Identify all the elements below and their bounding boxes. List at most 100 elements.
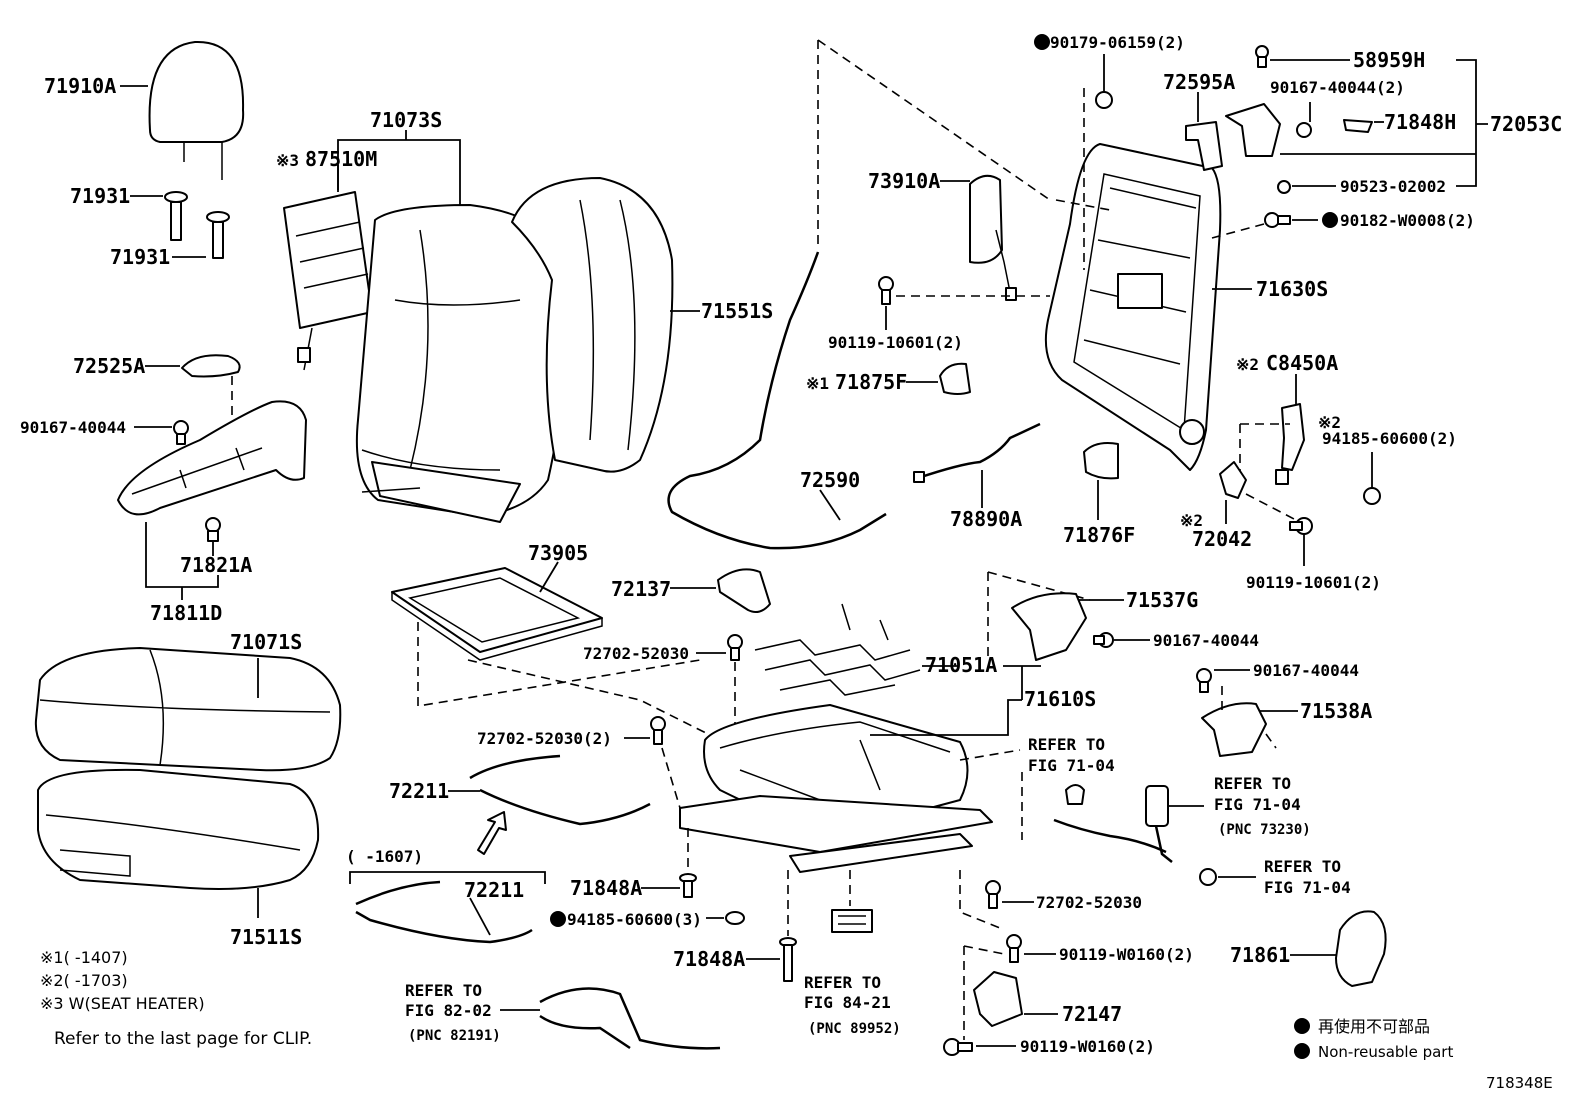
ref3-line2: FIG 71-04 — [1264, 878, 1351, 897]
lumbar-73910A — [969, 174, 1017, 301]
label-58959H: 58959H — [1353, 48, 1425, 72]
sensor-C8450A — [1275, 403, 1305, 485]
seat-track-71610S — [679, 704, 993, 873]
bolt-90182-W0008 — [1264, 212, 1291, 228]
label-90167-40044-right: 90167-40044 — [1253, 661, 1359, 680]
cushion-cover-71071S — [34, 647, 342, 772]
label-72211-lower: 72211 — [464, 878, 524, 902]
bolt-90167-40044-left — [173, 420, 189, 445]
ref2-line3: (PNC 73230) — [1218, 822, 1311, 838]
bracket-72595A — [1185, 121, 1223, 171]
wire-72211-upper — [469, 754, 651, 826]
label-73910A: 73910A — [868, 169, 940, 193]
buckle-refer-71-04 — [1145, 785, 1173, 863]
label-71630S: 71630S — [1256, 277, 1328, 301]
label-94185-60600-3: 94185-60600(3) — [567, 910, 702, 929]
label-71051A: 71051A — [925, 653, 997, 677]
label-71931-lower: 71931 — [110, 245, 170, 269]
mark-C8450A: ※2 — [1236, 355, 1259, 374]
seatback-pad-71551S — [511, 177, 674, 473]
mark-87510M: ※3 — [276, 151, 299, 170]
board-73905 — [391, 567, 603, 661]
bolt-71848A-lower — [779, 937, 797, 982]
ref1-line1: REFER TO — [1028, 735, 1105, 754]
bolt-90167-40044-right — [1196, 668, 1212, 693]
bracket-72053C — [1225, 103, 1373, 157]
seat-heater-87510M — [283, 191, 373, 371]
label-72211-upper: 72211 — [389, 779, 449, 803]
label-72053C: 72053C — [1490, 112, 1562, 136]
label-90167-40044-left: 90167-40044 — [20, 418, 126, 437]
label-71811D: 71811D — [150, 601, 222, 625]
label-94185-60600-2: 94185-60600(2) — [1322, 429, 1457, 448]
connector-refer-71-04-a — [1053, 784, 1167, 854]
ref3-line1: REFER TO — [1264, 857, 1341, 876]
cover-71876F — [1083, 442, 1119, 480]
seat-side-shield-71811D — [117, 400, 307, 516]
seatback-frame-71630S — [1044, 143, 1222, 471]
harness-78890A — [913, 422, 1041, 483]
bolt-58959H — [1255, 45, 1269, 68]
label-71876F: 71876F — [1063, 523, 1135, 547]
connector-refer-84-21 — [831, 909, 873, 933]
spring-71051A — [754, 603, 921, 696]
ref4-line3: (PNC 82191) — [408, 1028, 501, 1044]
label-71610S: 71610S — [1024, 687, 1096, 711]
label-72590: 72590 — [800, 468, 860, 492]
label-90179-06159: 90179-06159(2) — [1050, 33, 1185, 52]
front-arrow-icon — [477, 811, 507, 855]
note-3: ※3 W(SEAT HEATER) — [40, 994, 205, 1013]
bolt-90167-40044-track — [1093, 632, 1114, 648]
label-72137: 72137 — [611, 577, 671, 601]
harness-refer-82-02 — [539, 987, 721, 1050]
ref4-line2: FIG 82-02 — [405, 1001, 492, 1020]
bracket-72147 — [973, 971, 1023, 1027]
label-72702-52030-2: 72702-52030(2) — [477, 729, 612, 748]
bolt-71848A-upper — [679, 873, 697, 898]
bolt-90119-W0160-upper — [1006, 934, 1022, 963]
bolt-90119-10601-upper — [878, 276, 894, 305]
ref5-line2: FIG 84-21 — [804, 993, 891, 1012]
wire-72211-lower — [355, 880, 533, 944]
label-90119-10601-upper: 90119-10601(2) — [828, 333, 963, 352]
ref2-line1: REFER TO — [1214, 774, 1291, 793]
label-90119-W0160-lower: 90119-W0160(2) — [1020, 1037, 1155, 1056]
legend-dot-icon — [1294, 1018, 1310, 1034]
label-78890A: 78890A — [950, 507, 1022, 531]
bolt-90119-W0160-lower — [943, 1038, 973, 1056]
label-87510M: 87510M — [305, 147, 377, 171]
label-72147: 72147 — [1062, 1002, 1122, 1026]
label-90119-W0160-upper: 90119-W0160(2) — [1059, 945, 1194, 964]
label-90182-W0008: 90182-W0008(2) — [1340, 211, 1475, 230]
label-72702-52030-center: 72702-52030 — [583, 644, 689, 663]
label-C8450A: C8450A — [1266, 351, 1338, 375]
label-90523-02002: 90523-02002 — [1340, 177, 1446, 196]
seatback-cover-71073S — [355, 204, 567, 523]
mark-71875F: ※1 — [806, 374, 829, 393]
ref2-line2: FIG 71-04 — [1214, 795, 1301, 814]
note-clip: Refer to the last page for CLIP. — [54, 1029, 312, 1049]
headrest-guide-71931-upper — [164, 191, 188, 241]
range-72211-lower: ( -1607) — [346, 847, 423, 866]
cushion-pad-71511S — [37, 768, 320, 890]
label-71861: 71861 — [1230, 943, 1290, 967]
cable-72590 — [667, 251, 887, 550]
label-72702-52030-right: 72702-52030 — [1036, 893, 1142, 912]
label-71910A: 71910A — [44, 74, 116, 98]
ref5-line3: (PNC 89952) — [808, 1021, 901, 1037]
note-1: ※1( -1407) — [40, 948, 128, 967]
legend-dot-icon — [1294, 1043, 1310, 1059]
label-90119-10601-lower: 90119-10601(2) — [1246, 573, 1381, 592]
label-71511S: 71511S — [230, 925, 302, 949]
nut-94185-60600-3 — [725, 911, 745, 925]
label-71551S: 71551S — [701, 299, 773, 323]
headrest-guide-71931-lower — [206, 211, 230, 259]
label-71821A: 71821A — [180, 553, 252, 577]
label-71848A-lower: 71848A — [673, 947, 745, 971]
nut-94185-60600-2 — [1363, 487, 1381, 505]
nut-refer-71-04 — [1199, 868, 1217, 886]
legend-jp: 再使用不可部品 — [1318, 1017, 1430, 1036]
cover-72137 — [717, 568, 771, 613]
bolt-72702-52030-right — [985, 880, 1001, 909]
